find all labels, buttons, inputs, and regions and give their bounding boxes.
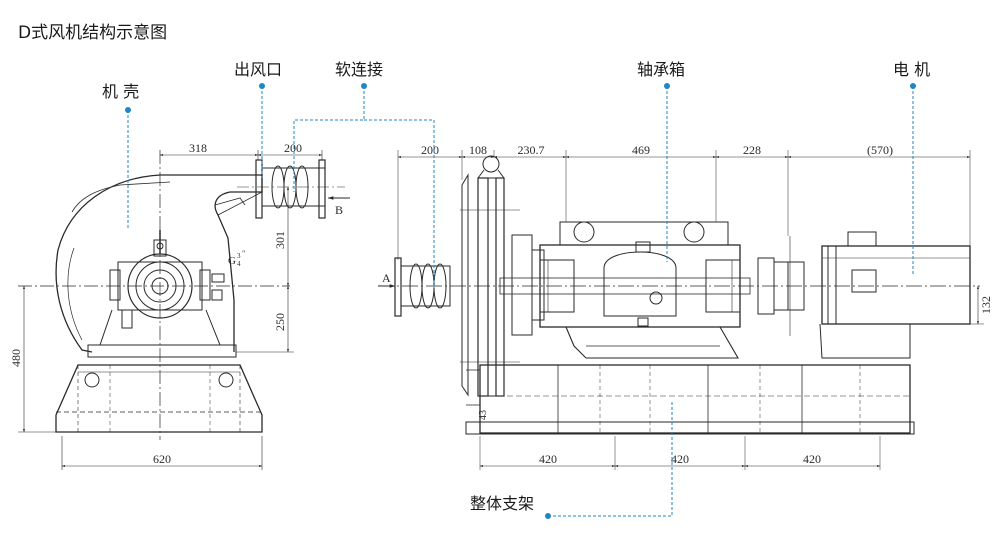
flow-marker-b: B <box>335 203 343 217</box>
dim-228: 228 <box>743 143 761 157</box>
dim-43: 43 <box>478 410 489 420</box>
dim-301: 301 <box>273 231 287 249</box>
dim-570: (570) <box>867 143 893 157</box>
dim-132: 132 <box>979 296 993 314</box>
pipe-thread-marker: G 3 4 " <box>228 249 245 268</box>
dot-outlet <box>259 83 265 89</box>
dim-108: 108 <box>469 143 487 157</box>
dim-318: 318 <box>189 141 207 155</box>
dim-200-left: 200 <box>284 141 302 155</box>
callout-leaders <box>127 86 914 517</box>
label-soft-joint: 软连接 <box>335 60 384 79</box>
label-casing: 机 壳 <box>102 82 140 101</box>
label-outlet: 出风口 <box>234 60 283 79</box>
side-view <box>18 150 350 470</box>
dim-420-a: 420 <box>539 452 557 466</box>
label-bearing-box: 轴承箱 <box>637 60 686 79</box>
svg-text:G: G <box>228 255 236 267</box>
dot-bearing-box <box>664 83 670 89</box>
dim-480: 480 <box>9 349 23 367</box>
svg-text:4: 4 <box>237 260 241 268</box>
dot-soft-joint <box>361 83 367 89</box>
dim-420-c: 420 <box>803 452 821 466</box>
leader-frame <box>548 402 673 517</box>
front-view <box>378 150 984 470</box>
dim-469: 469 <box>632 143 650 157</box>
dot-frame <box>545 513 551 519</box>
flow-marker-a: A <box>382 271 391 285</box>
dim-200-right: 200 <box>421 143 439 157</box>
dim-420-b: 420 <box>671 452 689 466</box>
svg-text:3: 3 <box>237 252 241 260</box>
dot-motor <box>910 83 916 89</box>
label-frame: 整体支架 <box>470 494 535 513</box>
label-motor: 电 机 <box>893 60 931 79</box>
dim-620: 620 <box>153 452 171 466</box>
leader-soft-joint <box>293 86 435 290</box>
dot-casing <box>125 107 131 113</box>
svg-text:": " <box>242 249 245 258</box>
dim-250: 250 <box>273 313 287 331</box>
diagram-title: D式风机结构示意图 <box>18 23 168 43</box>
dim-230-7: 230.7 <box>518 143 545 157</box>
callout-dots <box>125 83 916 519</box>
